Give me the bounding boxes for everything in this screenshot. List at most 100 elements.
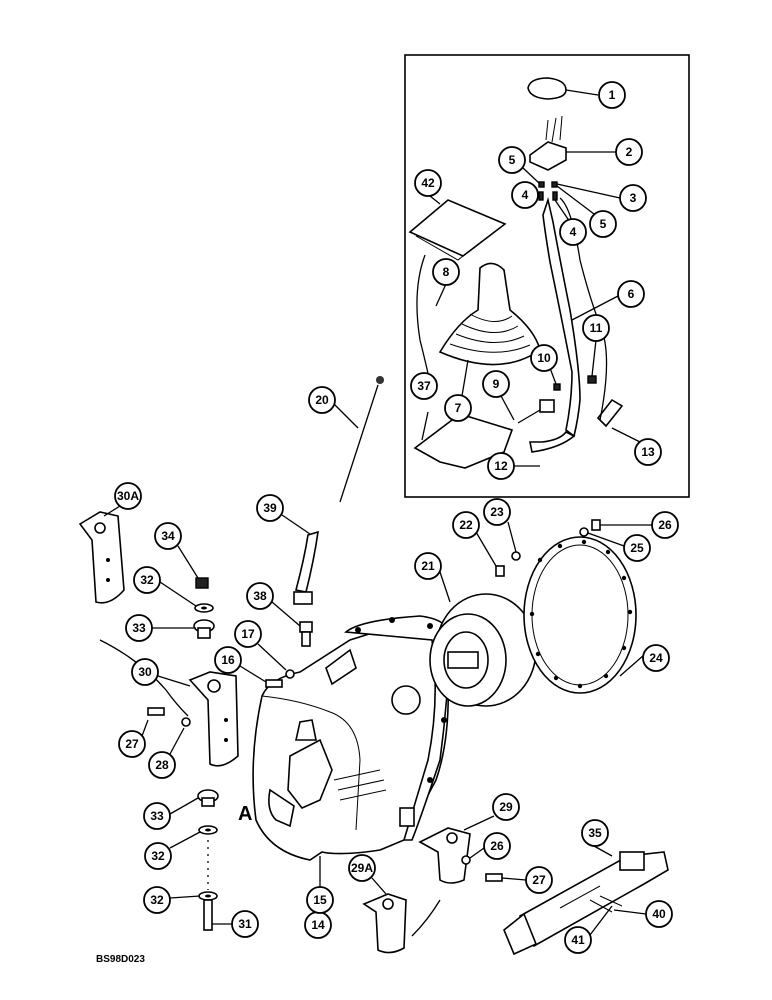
svg-text:20: 20 — [315, 393, 329, 407]
callout: 9 — [482, 370, 515, 421]
callout: 5 — [498, 146, 540, 184]
callout: 6 — [571, 280, 645, 321]
callout: 40 — [613, 900, 673, 928]
svg-text:27: 27 — [125, 737, 139, 751]
callout: 33 — [143, 797, 199, 830]
svg-text:28: 28 — [155, 758, 169, 772]
mount-bracket-29 — [418, 827, 471, 884]
callout: 8 — [432, 258, 460, 307]
callout: 30A — [103, 482, 142, 517]
dipstick-20 — [339, 376, 384, 503]
callout: 2 — [566, 138, 643, 166]
mount-bracket-29A — [362, 893, 407, 954]
svg-text:35: 35 — [588, 826, 602, 840]
svg-text:27: 27 — [532, 873, 546, 887]
callout: 32 — [144, 831, 201, 870]
locator-bracket — [416, 254, 433, 393]
callout: 35 — [581, 819, 613, 857]
callout: 26 — [469, 832, 511, 860]
svg-text:6: 6 — [628, 287, 635, 301]
svg-text:33: 33 — [132, 621, 146, 635]
callout: 14 — [304, 911, 332, 939]
svg-text:9: 9 — [493, 377, 500, 391]
svg-text:10: 10 — [537, 351, 551, 365]
converter-bolts-22-23 — [495, 551, 521, 577]
callout: 12 — [487, 452, 540, 480]
callout: 31 — [212, 910, 259, 938]
svg-text:39: 39 — [263, 501, 277, 515]
svg-text:37: 37 — [417, 379, 431, 393]
callout: 20 — [308, 386, 359, 429]
callout: 42 — [414, 169, 442, 205]
washer-28-right — [461, 855, 471, 865]
callout: 5 — [556, 185, 617, 238]
callout: 32 — [143, 886, 201, 914]
svg-text:5: 5 — [600, 217, 607, 231]
transmission-housing-14-15 — [252, 615, 451, 861]
svg-text:11: 11 — [590, 321, 603, 335]
svg-text:26: 26 — [490, 839, 504, 853]
callout: 24 — [619, 644, 670, 677]
callout: 41 — [564, 905, 613, 954]
small-bolts-4-5 — [538, 181, 558, 201]
callout: 21 — [414, 552, 451, 603]
callout: 28 — [148, 727, 185, 779]
callout: 4 — [511, 181, 539, 209]
callout: 1 — [565, 81, 626, 109]
tube-39 — [293, 530, 319, 605]
mount-bracket-30A — [78, 511, 125, 604]
svg-text:32: 32 — [150, 893, 164, 907]
svg-text:17: 17 — [241, 627, 255, 641]
callout: 15 — [306, 856, 334, 914]
callout: 27 — [118, 719, 149, 758]
callout: 32 — [133, 566, 197, 607]
svg-text:32: 32 — [140, 573, 154, 587]
callout: 26 — [600, 511, 679, 539]
shift-knob — [527, 77, 567, 100]
svg-text:1: 1 — [609, 88, 616, 102]
torque-converter-21 — [429, 593, 537, 707]
callout: 4 — [554, 199, 587, 246]
view-marker: A — [238, 803, 252, 825]
isolator-33-lower — [197, 789, 219, 807]
svg-text:14: 14 — [311, 918, 325, 932]
callout: 30 — [131, 658, 191, 687]
svg-text:29: 29 — [499, 800, 513, 814]
shift-lever-6 — [529, 197, 581, 453]
svg-text:4: 4 — [522, 188, 529, 202]
callout: 38 — [246, 582, 301, 627]
svg-text:30A: 30A — [117, 489, 139, 503]
svg-text:33: 33 — [150, 809, 164, 823]
callout: 37 — [410, 372, 438, 441]
svg-text:12: 12 — [494, 459, 508, 473]
bracket-pointer-30 — [99, 639, 189, 717]
callout: 10 — [530, 344, 558, 385]
callout: 39 — [256, 494, 311, 535]
bolt-31 — [203, 899, 213, 931]
svg-text:3: 3 — [630, 191, 637, 205]
mount-nut-34 — [195, 577, 209, 589]
svg-text:15: 15 — [313, 893, 327, 907]
cylinder-35 — [503, 851, 669, 956]
svg-text:23: 23 — [490, 505, 504, 519]
svg-text:34: 34 — [161, 529, 175, 543]
svg-text:41: 41 — [571, 933, 585, 947]
callout: 16 — [214, 646, 267, 683]
svg-text:24: 24 — [649, 651, 663, 665]
washer-32-upper — [194, 603, 214, 613]
callout: 33 — [125, 614, 196, 642]
svg-text:5: 5 — [509, 153, 516, 167]
svg-text:7: 7 — [455, 401, 462, 415]
bracket-pointer-29 — [411, 899, 441, 937]
callout: 23 — [483, 498, 517, 553]
mount-bracket-30 — [188, 671, 239, 767]
callout: 17 — [234, 620, 287, 671]
svg-text:4: 4 — [570, 225, 577, 239]
callout: 11 — [582, 314, 610, 377]
svg-text:21: 21 — [421, 559, 435, 573]
svg-text:22: 22 — [459, 518, 473, 532]
svg-text:32: 32 — [151, 849, 165, 863]
callout: 27 — [501, 866, 553, 894]
shift-lever-top-plate — [529, 115, 567, 171]
